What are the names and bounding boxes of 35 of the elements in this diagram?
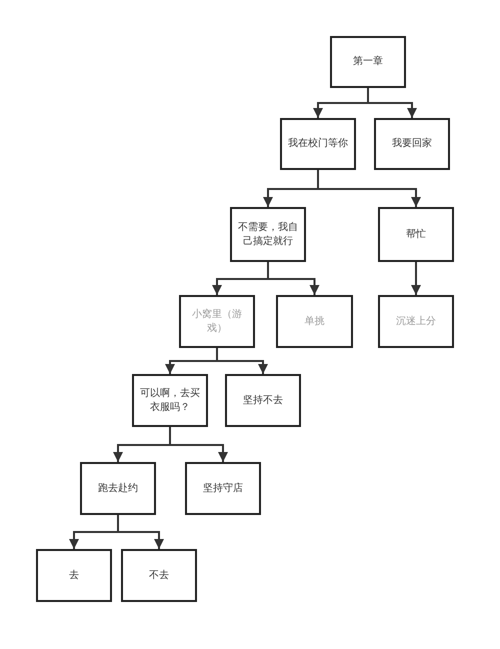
- arrow: [267, 262, 320, 295]
- node-label: 坚持守店: [203, 482, 243, 496]
- process-box: [230, 207, 306, 262]
- process-box: [179, 295, 255, 348]
- arrow: [411, 262, 421, 295]
- node-label: 去: [69, 568, 79, 582]
- node-label: 沉迷上分: [396, 314, 436, 328]
- node-label: 单挑: [304, 314, 324, 328]
- node-label: 第一章: [353, 55, 383, 69]
- arrow: [317, 170, 421, 207]
- node-label: 我要回家: [392, 137, 432, 151]
- process-box: [374, 118, 450, 170]
- process-box: [280, 118, 356, 170]
- node-label: 不需要，我自己搞定就行: [237, 221, 299, 248]
- process-box: [36, 549, 112, 602]
- process-box: [185, 462, 261, 515]
- node-label: 小窝里（游戏）: [191, 308, 243, 335]
- node-label: 可以啊，去买衣服吗？: [139, 387, 201, 414]
- arrow: [169, 427, 228, 462]
- process-box: [276, 295, 353, 348]
- process-box: [378, 295, 454, 348]
- process-box: [121, 549, 197, 602]
- node-label: 帮忙: [406, 228, 426, 242]
- arrow: [117, 515, 164, 549]
- node-label: 不去: [149, 568, 169, 582]
- process-box: [378, 207, 454, 262]
- process-box: [330, 36, 406, 88]
- process-box: [132, 374, 208, 427]
- node-label: 我在校门等你: [288, 137, 348, 151]
- process-box: [225, 374, 301, 427]
- node-label: 跑去赴约: [98, 482, 138, 496]
- node-label: 坚持不去: [243, 394, 283, 408]
- arrow: [216, 348, 268, 374]
- arrow: [367, 88, 417, 118]
- process-box: [80, 462, 156, 515]
